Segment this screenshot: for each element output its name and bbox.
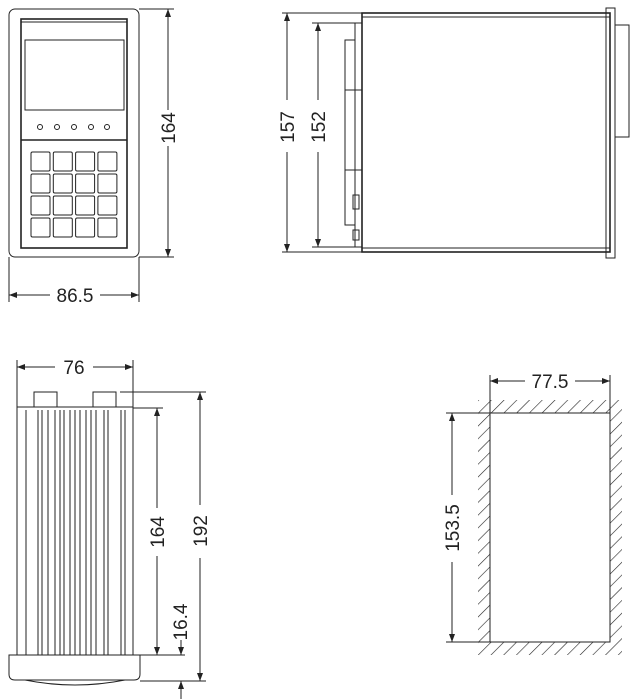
bottom-view: 76 164 192 16.4	[8, 358, 212, 699]
keypad-key	[52, 173, 73, 194]
indicator-leds	[37, 124, 110, 130]
front-height-dimension: 164	[159, 112, 180, 144]
keypad-key	[75, 195, 96, 216]
side-flange	[354, 22, 363, 248]
keypad-key	[52, 195, 73, 216]
keypad-key	[75, 173, 96, 194]
front-bezel	[8, 8, 140, 258]
cooling-fins	[25, 410, 126, 655]
keypad-key	[75, 217, 96, 238]
front-width-dimension: 86.5	[57, 286, 94, 307]
bottom-width-dimension: 76	[63, 358, 84, 379]
keypad-key	[30, 173, 51, 194]
keypad-key	[97, 173, 118, 194]
front-panel	[20, 18, 128, 249]
keypad-key	[97, 195, 118, 216]
cutout-width-dimension: 77.5	[532, 372, 569, 393]
keypad-key	[30, 151, 51, 172]
panel-cutout: 77.5 153.5	[443, 372, 622, 655]
bottom-base-dimension: 16.4	[171, 603, 192, 640]
bottom-body-height-dimension: 164	[148, 516, 169, 548]
keypad-key	[52, 217, 73, 238]
cutout-height-dimension: 153.5	[443, 504, 464, 552]
keypad-key	[52, 151, 73, 172]
keypad-key	[75, 151, 96, 172]
bottom-bezel	[8, 654, 141, 681]
side-outer-height-dimension: 157	[278, 111, 299, 143]
keypad	[30, 151, 118, 238]
connector-left	[33, 391, 58, 408]
bottom-total-height-dimension: 192	[191, 515, 212, 547]
keypad-key	[30, 195, 51, 216]
cutout-opening	[489, 412, 611, 643]
front-view: 164 86.5	[8, 8, 180, 307]
keypad-key	[97, 151, 118, 172]
side-inner-height-dimension: 152	[309, 111, 330, 143]
side-housing	[361, 12, 611, 253]
connector-right	[92, 391, 117, 408]
keypad-key	[30, 217, 51, 238]
display-screen	[24, 39, 125, 111]
side-view: 157 152	[278, 7, 630, 259]
keypad-key	[97, 217, 118, 238]
